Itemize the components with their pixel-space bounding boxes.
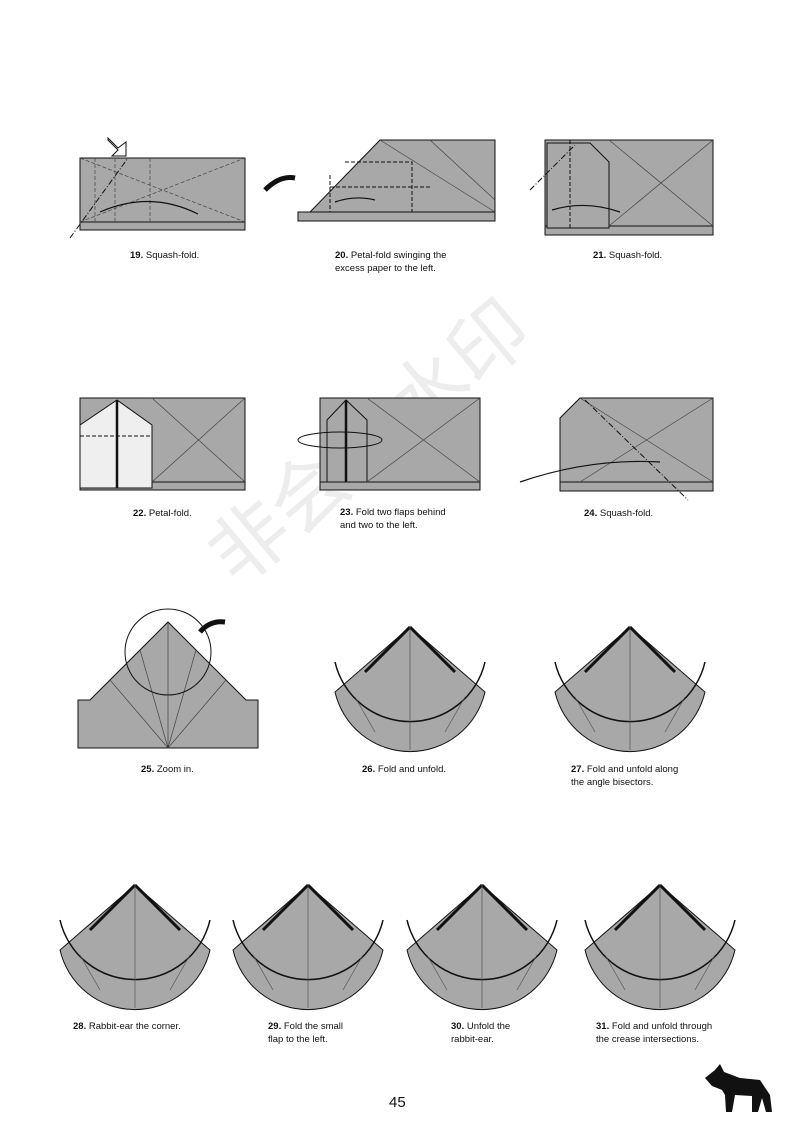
page-number: 45 <box>389 1094 406 1111</box>
caption-22: 22. Petal-fold. <box>133 508 192 519</box>
caption-26: 26. Fold and unfold. <box>362 764 446 775</box>
diagram-24 <box>519 397 714 501</box>
wolf-logo-icon <box>705 1064 772 1112</box>
caption-25: 25. Zoom in. <box>141 764 194 775</box>
diagram-20 <box>297 139 496 222</box>
diagram-25 <box>77 608 259 749</box>
diagram-27 <box>553 625 707 754</box>
diagram-26 <box>333 625 487 754</box>
caption-21: 21. Squash-fold. <box>593 250 663 261</box>
caption-19: 19. Squash-fold. <box>130 250 200 261</box>
diagram-29 <box>231 883 385 1012</box>
diagram-28 <box>58 883 212 1012</box>
arrow-icon <box>263 175 296 192</box>
diagram-31 <box>583 883 737 1012</box>
diagram-23 <box>297 397 481 491</box>
diagram-22 <box>79 397 246 491</box>
caption-24: 24. Squash-fold. <box>584 508 654 519</box>
diagram-21 <box>529 139 714 236</box>
diagram-19 <box>69 136 246 239</box>
caption-28: 28. Rabbit-ear the corner. <box>73 1021 181 1032</box>
diagram-30 <box>405 883 559 1012</box>
